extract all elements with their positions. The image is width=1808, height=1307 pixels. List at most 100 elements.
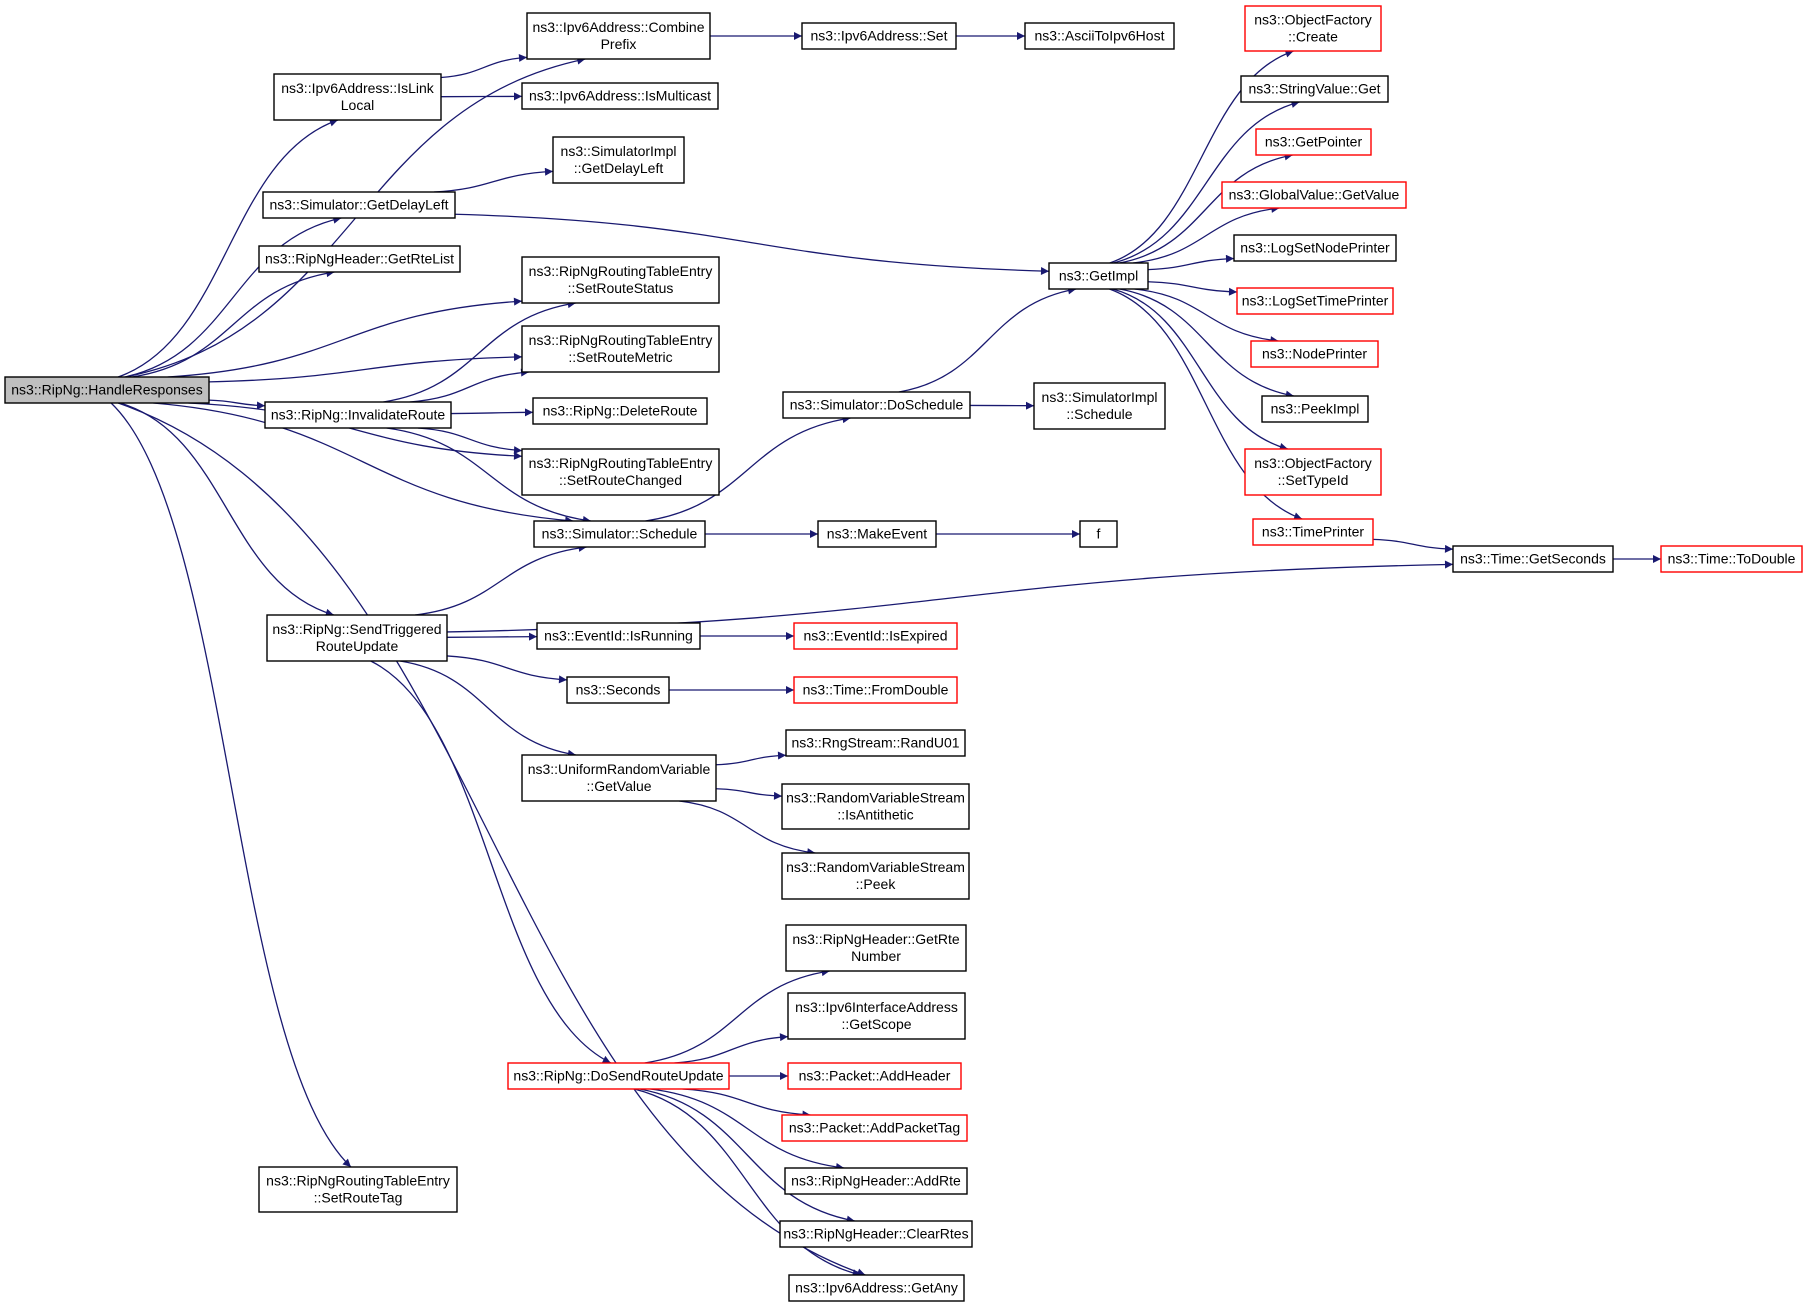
node-ns3-time-fromdouble[interactable]: ns3::Time::FromDouble	[793, 676, 958, 704]
edge-n-root-to-n-invalidateroute	[208, 399, 266, 410]
node-ns3-randomvariablestream-peek[interactable]: ns3::RandomVariableStream::Peek	[781, 852, 970, 900]
node-box	[817, 520, 937, 548]
node-label: ::SetRouteTag	[314, 1190, 403, 1206]
node-ns3-ripngroutingtableentry-setroutechanged[interactable]: ns3::RipNgRoutingTableEntry::SetRouteCha…	[521, 448, 720, 496]
node-ns3-globalvalue-getvalue[interactable]: ns3::GlobalValue::GetValue	[1221, 181, 1407, 209]
node-box	[1660, 545, 1803, 573]
node-ns3-ripngheader-addrte[interactable]: ns3::RipNgHeader::AddRte	[784, 1167, 968, 1195]
node-box	[1244, 448, 1382, 496]
node-ns3-ripngroutingtableentry-setroutemetric[interactable]: ns3::RipNgRoutingTableEntry::SetRouteMet…	[521, 325, 720, 373]
node-label: ns3::RandomVariableStream	[786, 790, 965, 806]
node-ns3-packet-addpackettag[interactable]: ns3::Packet::AddPacketTag	[781, 1114, 968, 1142]
node-ns3-eventid-isexpired[interactable]: ns3::EventId::IsExpired	[793, 622, 958, 650]
node-box	[273, 73, 442, 121]
edge-n-root-to-n-setroutechanged	[188, 402, 523, 460]
edge-n-sendtriggered-to-n-dosendrouteupdate	[370, 660, 612, 1064]
node-label: ns3::Time::ToDouble	[1668, 551, 1796, 567]
node-label: ::SetRouteMetric	[568, 349, 672, 365]
edge-n-invalidateroute-to-n-setroutechanged	[417, 427, 523, 455]
node-ns3-ripng-deleteroute[interactable]: ns3::RipNg::DeleteRoute	[532, 397, 708, 425]
node-label: ns3::Ipv6InterfaceAddress	[795, 999, 958, 1015]
node-label: ::GetValue	[586, 778, 651, 794]
node-ns3-ripng-invalidateroute[interactable]: ns3::RipNg::InvalidateRoute	[264, 401, 452, 429]
edges	[110, 32, 1661, 1277]
node-box	[526, 12, 711, 60]
edge-n-dosendrouteupdate-to-n-getrtenumber	[644, 968, 830, 1064]
node-ns3-getpointer[interactable]: ns3::GetPointer	[1255, 128, 1372, 156]
edge-n-root-to-n-islinklocal	[117, 118, 339, 378]
edge-n-getimpl-to-n-nodeprinter	[1134, 288, 1279, 345]
node-box	[262, 191, 456, 219]
node-ns3-rngstream-randu01[interactable]: ns3::RngStream::RandU01	[785, 729, 966, 757]
node-ns3-ipv6address-ismulticast[interactable]: ns3::Ipv6Address::IsMulticast	[521, 82, 719, 110]
node-label: ::SetRouteStatus	[568, 280, 674, 296]
edge-n-urv-getvalue-to-n-randu01	[715, 751, 787, 766]
node-f[interactable]: f	[1079, 520, 1118, 548]
nodes: ns3::RipNg::HandleResponsesns3::Ipv6Addr…	[4, 5, 1803, 1302]
node-ns3-ripng-dosendrouteupdate[interactable]: ns3::RipNg::DoSendRouteUpdate	[507, 1062, 730, 1090]
node-ns3-objectfactory-create[interactable]: ns3::ObjectFactory::Create	[1244, 5, 1382, 52]
node-ns3-nodeprinter[interactable]: ns3::NodePrinter	[1250, 340, 1379, 368]
node-ns3-ripngroutingtableentry-setroutetag[interactable]: ns3::RipNgRoutingTableEntry::SetRouteTag	[258, 1166, 458, 1213]
edge-n-root-to-n-getany	[117, 402, 866, 1277]
node-ns3-uniformrandomvariable-getvalue[interactable]: ns3::UniformRandomVariable::GetValue	[521, 754, 717, 802]
node-label: ns3::RipNgHeader::AddRte	[791, 1173, 961, 1189]
edge-n-getimpl-to-n-objfactory-create	[1109, 49, 1294, 264]
node-ns3-makeevent[interactable]: ns3::MakeEvent	[817, 520, 937, 548]
node-ns3-ripngheader-clearrtes[interactable]: ns3::RipNgHeader::ClearRtes	[779, 1220, 973, 1248]
node-ns3-ipv6address-getany[interactable]: ns3::Ipv6Address::GetAny	[788, 1274, 965, 1302]
node-ns3-asciitoipv6host[interactable]: ns3::AsciiToIpv6Host	[1024, 22, 1175, 50]
node-label: ns3::RandomVariableStream	[786, 859, 965, 875]
node-box	[787, 992, 966, 1040]
edge-n-getimpl-to-n-settypeid	[1112, 288, 1289, 451]
node-ns3-packet-addheader[interactable]: ns3::Packet::AddHeader	[787, 1062, 962, 1090]
node-ns3-simulatorimpl-getdelayleft[interactable]: ns3::SimulatorImpl::GetDelayLeft	[552, 136, 685, 184]
edge-n-getdelayleft-to-n-getimpl	[454, 213, 1050, 276]
node-box	[1221, 181, 1407, 209]
node-ns3-timeprinter[interactable]: ns3::TimePrinter	[1252, 518, 1374, 546]
node-ns3-ipv6address-set[interactable]: ns3::Ipv6Address::Set	[801, 22, 957, 50]
edge-n-root-to-n-getdelayleft	[124, 215, 342, 378]
node-ns3-time-todouble[interactable]: ns3::Time::ToDouble	[1660, 545, 1803, 573]
node-box	[266, 614, 448, 662]
edge-n-sendtriggered-to-n-urv-getvalue	[399, 660, 577, 758]
node-box	[1033, 382, 1166, 430]
node-ns3-peekimpl[interactable]: ns3::PeekImpl	[1261, 395, 1369, 423]
node-ns3-logsettimeprinter[interactable]: ns3::LogSetTimePrinter	[1236, 287, 1394, 315]
node-ns3-simulator-schedule[interactable]: ns3::Simulator::Schedule	[533, 520, 706, 548]
node-ns3-objectfactory-settypeid[interactable]: ns3::ObjectFactory::SetTypeId	[1244, 448, 1382, 496]
node-label: ns3::TimePrinter	[1262, 524, 1365, 540]
node-ns3-simulator-getdelayleft[interactable]: ns3::Simulator::GetDelayLeft	[262, 191, 456, 219]
node-label: ns3::GetPointer	[1265, 134, 1363, 150]
node-ns3-seconds[interactable]: ns3::Seconds	[566, 676, 670, 704]
node-label: ns3::RngStream::RandU01	[791, 735, 959, 751]
node-ns3-simulator-doschedule[interactable]: ns3::Simulator::DoSchedule	[782, 391, 971, 419]
node-ns3-ipv6interfaceaddress-getscope[interactable]: ns3::Ipv6InterfaceAddress::GetScope	[787, 992, 966, 1040]
node-ns3-logsetnodeprinter[interactable]: ns3::LogSetNodePrinter	[1233, 234, 1397, 262]
node-ns3-simulatorimpl-schedule[interactable]: ns3::SimulatorImpl::Schedule	[1033, 382, 1166, 430]
node-ns3-ripngroutingtableentry-setroutestatus[interactable]: ns3::RipNgRoutingTableEntry::SetRouteSta…	[521, 256, 720, 304]
node-ns3-stringvalue-get[interactable]: ns3::StringValue::Get	[1240, 75, 1389, 103]
node-ns3-time-getseconds[interactable]: ns3::Time::GetSeconds	[1452, 545, 1614, 573]
edge-n-root-to-n-getrtelist	[131, 269, 335, 378]
node-box	[1240, 75, 1389, 103]
node-label: ns3::ObjectFactory	[1254, 12, 1372, 28]
node-label: ns3::Time::FromDouble	[803, 682, 949, 698]
node-ns3-randomvariablestream-isantithetic[interactable]: ns3::RandomVariableStream::IsAntithetic	[781, 783, 970, 830]
node-label: ::Create	[1288, 29, 1338, 45]
node-ns3-eventid-isrunning[interactable]: ns3::EventId::IsRunning	[536, 622, 701, 650]
edge-n-dosendrouteupdate-to-n-clearrtes	[639, 1088, 855, 1224]
node-ns3-ripngheader-getrtelist[interactable]: ns3::RipNgHeader::GetRteList	[258, 245, 461, 273]
node-ns3-getimpl[interactable]: ns3::GetImpl	[1048, 262, 1149, 290]
node-box	[788, 1274, 965, 1302]
node-box	[793, 622, 958, 650]
edge-n-getimpl-to-n-getpointer	[1119, 152, 1293, 264]
node-label: Prefix	[601, 36, 637, 52]
edge-n-sendtriggered-to-n-seconds	[446, 655, 568, 684]
node-ns3-ripng-handleresponses[interactable]: ns3::RipNg::HandleResponses	[4, 376, 210, 404]
